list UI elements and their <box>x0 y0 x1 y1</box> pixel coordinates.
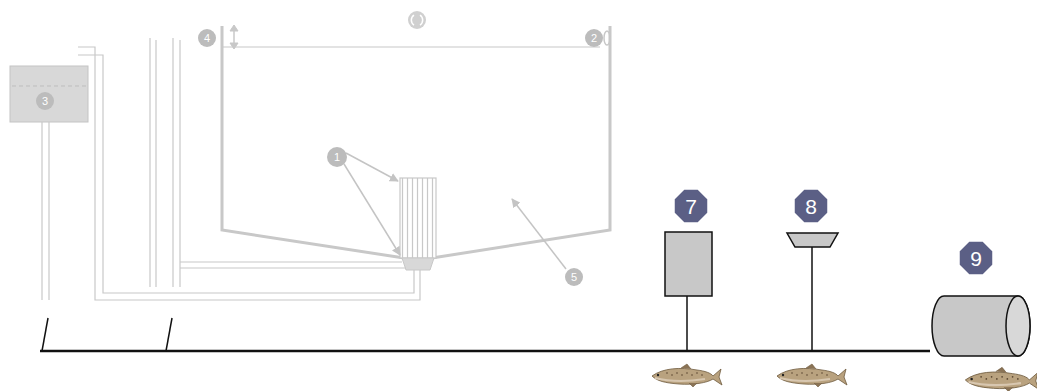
tank <box>222 26 610 258</box>
callout-number: 7 <box>685 196 697 217</box>
equipment <box>665 232 1030 356</box>
callout-number: 3 <box>42 96 48 107</box>
callout-number: 1 <box>334 152 340 163</box>
callout-number: 8 <box>805 196 817 217</box>
leader-lines <box>344 153 566 269</box>
callout-number: 2 <box>591 33 597 44</box>
fish-icon <box>652 364 722 387</box>
base-line <box>40 318 930 351</box>
header-tank <box>10 66 88 300</box>
callout-number: 5 <box>571 272 577 283</box>
fish <box>652 364 1037 391</box>
callout-circles <box>36 29 603 286</box>
pipework <box>78 38 420 300</box>
callout-number: 9 <box>970 248 982 269</box>
callout-circle <box>408 11 426 29</box>
level-arrow <box>230 25 238 49</box>
fish-icon <box>777 364 847 387</box>
fish-icon <box>965 367 1037 391</box>
callout-mark <box>411 15 422 25</box>
callout-number: 4 <box>204 33 210 44</box>
filter <box>400 178 436 270</box>
overflow-valve <box>604 31 610 45</box>
callout-badges <box>674 189 993 275</box>
